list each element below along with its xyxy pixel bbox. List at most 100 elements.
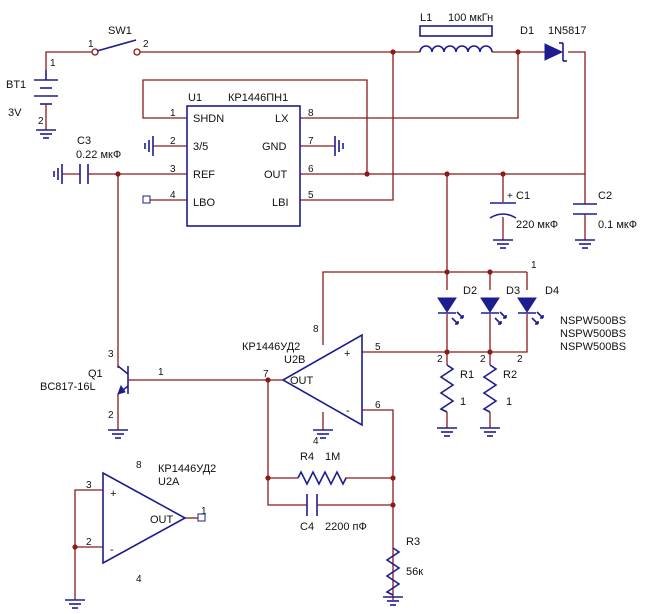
ground-icon [437, 427, 457, 437]
d3-part-label: NSPW500BS [560, 328, 626, 340]
sw1-pin1: 1 [88, 39, 94, 50]
u1-num-1: 1 [170, 108, 176, 119]
u2b-pin-vn: 4 [313, 436, 319, 447]
u2a-out-label: OUT [150, 514, 174, 526]
wire-u2b-inv [362, 409, 394, 600]
wire-u2a-plus [74, 489, 103, 600]
u2a-pin-p: 3 [86, 480, 92, 491]
d4-ref: D4 [545, 285, 559, 297]
q1-ref: Q1 [88, 368, 103, 380]
led-d2: D2 2 [437, 285, 477, 365]
u2a-pin-vp: 8 [136, 460, 142, 471]
u1-num-3: 3 [170, 164, 176, 175]
battery-bt1: BT1 3V 1 2 [6, 58, 58, 130]
c1-ref: C1 [516, 190, 530, 202]
junction [390, 502, 396, 508]
ic-u1: U1 КР1446ПН1 SHDN 3/5 REF LBO LX GND OUT… [170, 92, 314, 227]
switch-sw1: SW1 1 2 [88, 25, 149, 56]
junction [515, 49, 521, 55]
ground-icon [108, 429, 128, 439]
wire-led-rail [322, 271, 527, 330]
q1-pin-e: 2 [108, 410, 114, 421]
u1-pin-lbi: LBI [272, 197, 289, 209]
capacitor-c3: C3 0.22 мкФ [76, 135, 121, 184]
d1-ref: D1 [520, 25, 534, 37]
junction [390, 475, 396, 481]
ground-icon [480, 427, 500, 437]
opamp-u2a: + - OUT КР1446УД2 U2A 3 2 1 8 4 [86, 460, 216, 585]
junction [390, 49, 396, 55]
u1-pin-35: 3/5 [193, 141, 208, 153]
junction [487, 349, 493, 355]
u1-num-6: 6 [308, 164, 314, 175]
r1-ref: R1 [460, 369, 474, 381]
junction [265, 475, 271, 481]
led-d4: D4 2 [517, 285, 559, 365]
r2-value: 1 [506, 396, 512, 408]
d4-part-label: NSPW500BS [560, 341, 626, 353]
diode-d1: D1 1N5817 [520, 25, 587, 62]
d3-ref: D3 [506, 285, 520, 297]
c3-value: 0.22 мкФ [76, 149, 121, 161]
l1-value: 100 мкГн [448, 12, 493, 24]
ground-icon [65, 599, 85, 609]
u1-part: КР1446ПН1 [228, 92, 288, 104]
d2-pin: 2 [437, 354, 443, 365]
d2-ref: D2 [463, 285, 477, 297]
capacitor-c2: C2 0.1 мкФ [573, 190, 637, 231]
junction [265, 377, 271, 383]
d1-value: 1N5817 [548, 25, 587, 37]
c4-value: 2200 пФ [325, 521, 367, 533]
u1-pin-gnd: GND [262, 141, 287, 153]
r4-ref: R4 [300, 451, 314, 463]
q1-pin-b: 1 [158, 367, 164, 378]
bt1-pin2: 2 [38, 116, 44, 127]
q1-pin-c: 3 [108, 349, 114, 360]
u2a-plus: + [110, 488, 116, 500]
resistor-r2: R2 1 [482, 364, 517, 413]
u2b-ref: U2B [284, 354, 305, 366]
u2b-plus: + [344, 348, 350, 360]
u1-pin-ref: REF [193, 169, 215, 181]
wire-fb-left [267, 380, 305, 506]
r1-value: 1 [460, 396, 466, 408]
junction [72, 544, 78, 550]
u2b-pin-vp: 8 [313, 324, 319, 335]
junction [500, 171, 506, 177]
ground-icon [36, 129, 56, 139]
bt1-pin1: 1 [50, 58, 56, 69]
u1-ref: U1 [188, 92, 202, 104]
junction [115, 171, 121, 177]
wire-d1-out-rail [300, 51, 586, 175]
q1-part: BC817-16L [40, 381, 96, 393]
ground-icon [575, 239, 595, 249]
ground-icon [313, 429, 333, 439]
opamp-u2b: + - OUT КР1446УД2 U2B 5 6 7 8 4 [242, 324, 381, 447]
resistor-r3: R3 56к [385, 536, 423, 596]
u1-pin-lx: LX [275, 113, 289, 125]
capacitor-c4: C4 2200 пФ [300, 494, 367, 533]
c1-value: 220 мкФ [516, 219, 558, 231]
ground-icon [493, 239, 513, 249]
capacitor-c1: + C1 220 мкФ [489, 190, 558, 231]
u2b-out-label: OUT [290, 375, 314, 387]
sw1-ref: SW1 [108, 25, 132, 37]
bt1-value: 3V [8, 107, 22, 119]
u1-num-4: 4 [170, 190, 176, 201]
transistor-q1: Q1 BC817-16L 3 1 2 [40, 349, 164, 421]
lbo-port-icon [142, 195, 151, 204]
u2a-pin-out: 1 [201, 506, 207, 517]
u2b-pin-out: 7 [263, 369, 269, 380]
r3-ref: R3 [406, 536, 420, 548]
c2-value: 0.1 мкФ [598, 219, 637, 231]
c3-ref: C3 [77, 135, 91, 147]
ground-icon [334, 136, 344, 156]
junction [444, 349, 450, 355]
c1-plus: + [507, 191, 513, 202]
ground-icon [383, 596, 403, 606]
junctions [72, 49, 521, 550]
u2a-ref: U2A [158, 476, 180, 488]
u1-num-8: 8 [308, 108, 314, 119]
wire-lx [300, 52, 519, 119]
